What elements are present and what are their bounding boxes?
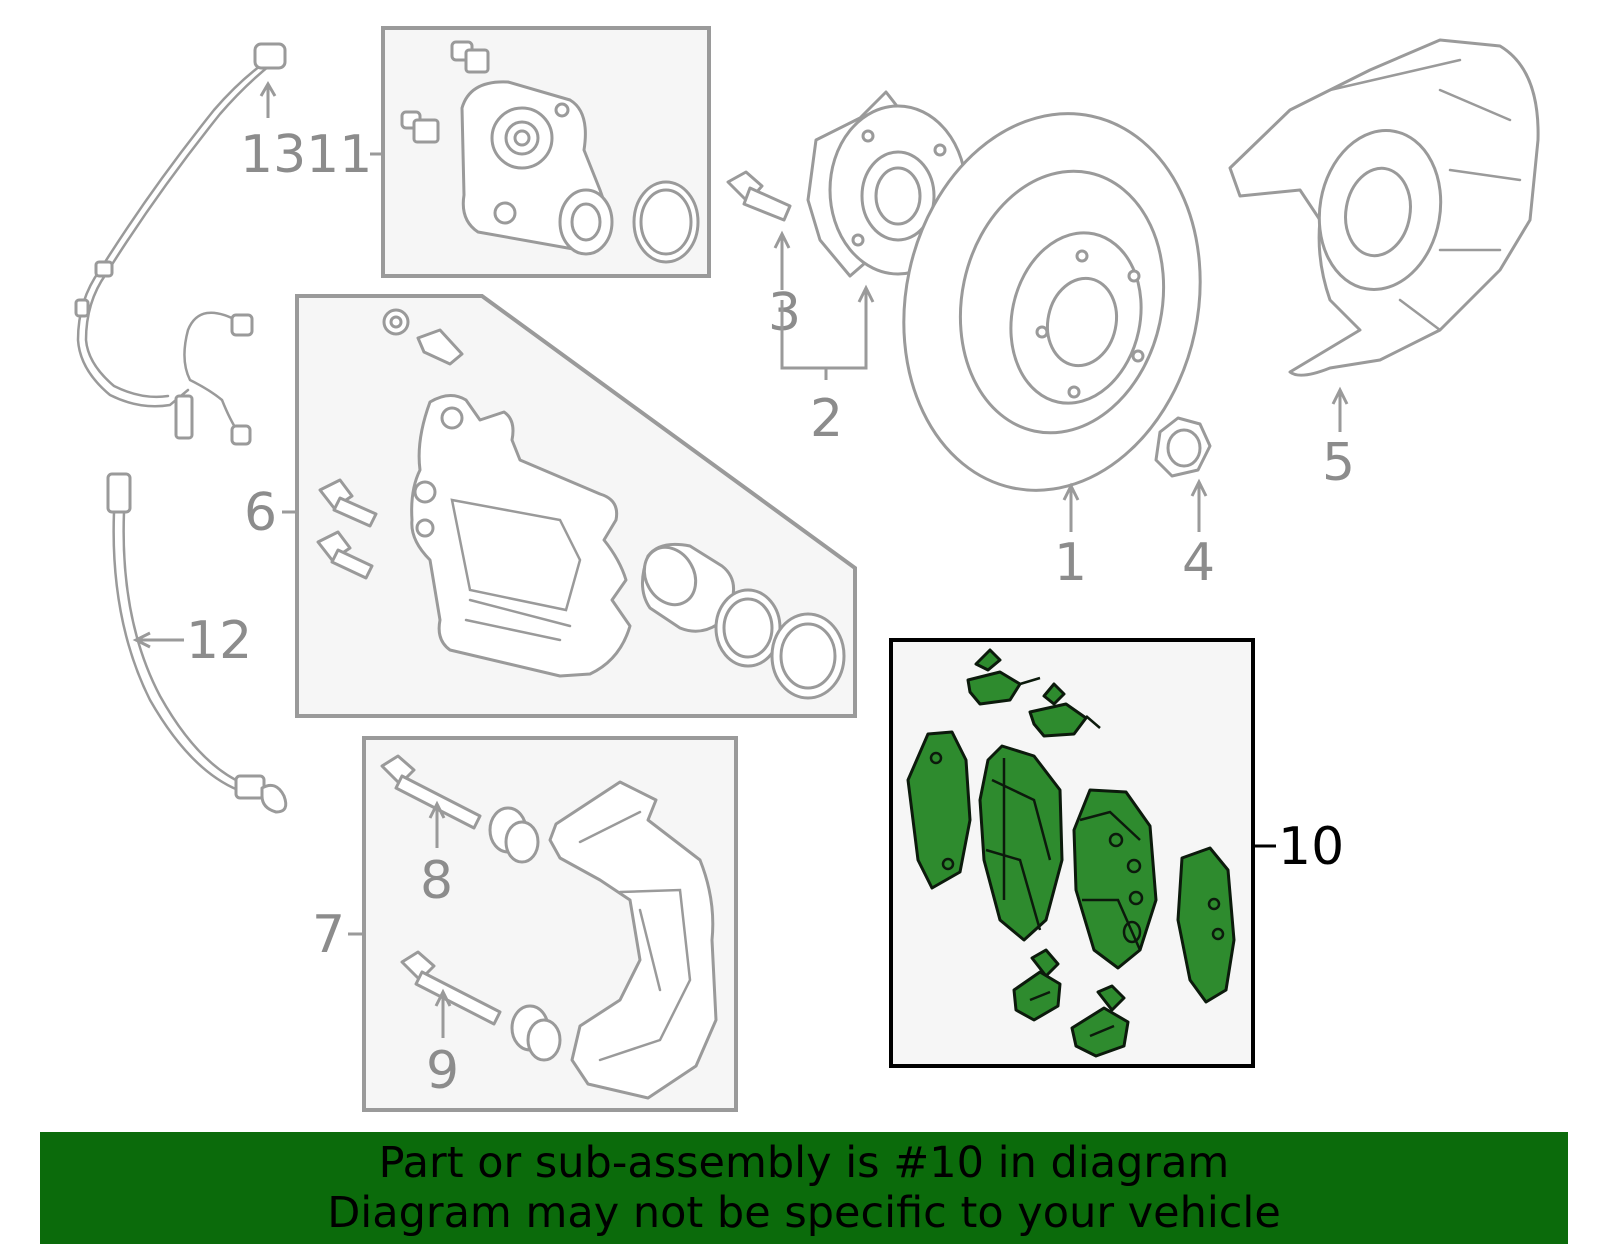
brake-pad-set-group: 10 [889,638,1344,1068]
inner-brake-pad [1072,788,1158,970]
pad-clip-top-2 [1028,682,1101,738]
piston-seal [714,588,782,668]
callout-4: 4 [1182,533,1215,593]
motor-screw-top [450,40,490,74]
leader-2 [780,290,868,370]
info-banner: Part or sub-assembly is #10 in diagram D… [40,1132,1568,1244]
dust-shield: 5 [1228,38,1540,493]
banner-line-2: Diagram may not be specific to your vehi… [327,1188,1281,1238]
brake-rotor: 1 [902,112,1202,593]
inner-shim [1176,846,1236,1004]
callout-2: 2 [810,389,843,449]
outer-shim [906,730,972,890]
caliper-bolt-2 [316,530,374,580]
dust-boot [770,612,846,700]
pad-clip-bottom-2 [1070,984,1130,1058]
boot-8 [488,806,540,864]
caliper-motor-group: 1311 [240,26,711,278]
guide-pin-9 [400,950,502,1026]
boot-9 [510,1004,562,1062]
hub-nut: 4 [1154,416,1215,593]
hose-fitting-top [106,472,132,514]
pad-clip-bottom-1 [1012,948,1062,1022]
outer-brake-pad [978,744,1064,942]
abs-sensor-wire [74,42,287,408]
motor-o-ring [632,180,700,264]
pad-clip-top-1 [966,648,1041,706]
callout-3: 3 [768,283,801,343]
callout-10: 10 [1278,817,1344,877]
callout-1: 1 [1054,533,1087,593]
hub-bolt: 3 [726,170,801,343]
caliper-bolt-1 [318,478,378,528]
callout-6: 6 [244,483,277,543]
caliper-group: 6 [244,294,857,718]
callout-9: 9 [426,1041,459,1101]
sensor-connector [253,42,287,70]
caliper-body [410,394,632,678]
callout-8: 8 [420,851,453,911]
bleeder-parts [382,308,464,366]
callout-5: 5 [1322,433,1355,493]
motor-screw-left [400,110,440,144]
guide-pin-8 [380,754,482,830]
brake-pad-wear-sensor [174,311,254,446]
banner-line-1: Part or sub-assembly is #10 in diagram [378,1138,1230,1188]
caliper-support-bracket [548,780,718,1100]
callout-7: 7 [312,905,345,965]
callout-12: 12 [186,611,252,671]
callout-1311: 1311 [240,125,372,185]
caliper-motor [460,80,614,256]
brake-hose: 12 [106,472,288,814]
caliper-support-group: 8 9 7 [312,736,738,1112]
